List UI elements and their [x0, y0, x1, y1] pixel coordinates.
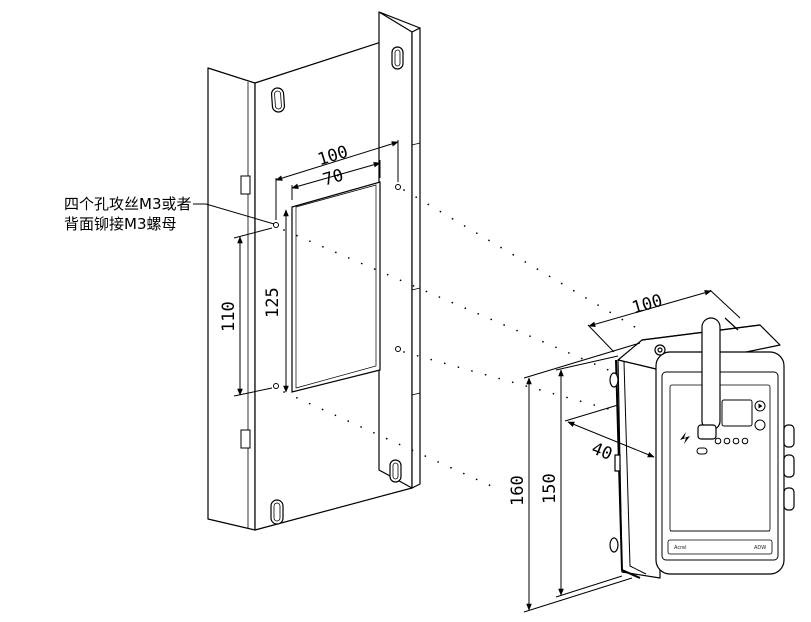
dim-device-total-height: 160	[508, 475, 528, 506]
dim-plate-window-height: 125	[263, 287, 283, 318]
dim-device-top-width: 100	[630, 291, 665, 319]
annotation-line-1: 四个孔攻丝M3或者	[64, 195, 192, 213]
model-label: ADW	[754, 545, 766, 551]
flange-tabs	[240, 175, 251, 449]
lightning-icon	[680, 432, 690, 444]
enter-button-icon	[754, 419, 766, 431]
brand-label: Acrel	[674, 545, 687, 551]
device-dimensions	[523, 289, 741, 613]
status-led-1	[714, 437, 722, 445]
dim-device-depth: 40	[588, 439, 614, 465]
plate-dimensions	[193, 140, 399, 397]
front-panel	[680, 399, 766, 455]
status-led-2	[723, 437, 731, 445]
plate-slots	[270, 46, 404, 525]
plate-holes	[273, 184, 401, 389]
lcd-display	[721, 399, 753, 427]
projection-lines	[283, 189, 641, 491]
ir-port	[696, 447, 708, 455]
status-led-4	[741, 437, 749, 445]
plate-window	[291, 181, 381, 393]
annotation-line-2: 背面铆接M3螺母	[64, 215, 177, 233]
status-led-3	[732, 437, 740, 445]
dim-plate-hole-spacing: 110	[219, 301, 239, 332]
dim-device-body-height: 150	[540, 473, 560, 504]
